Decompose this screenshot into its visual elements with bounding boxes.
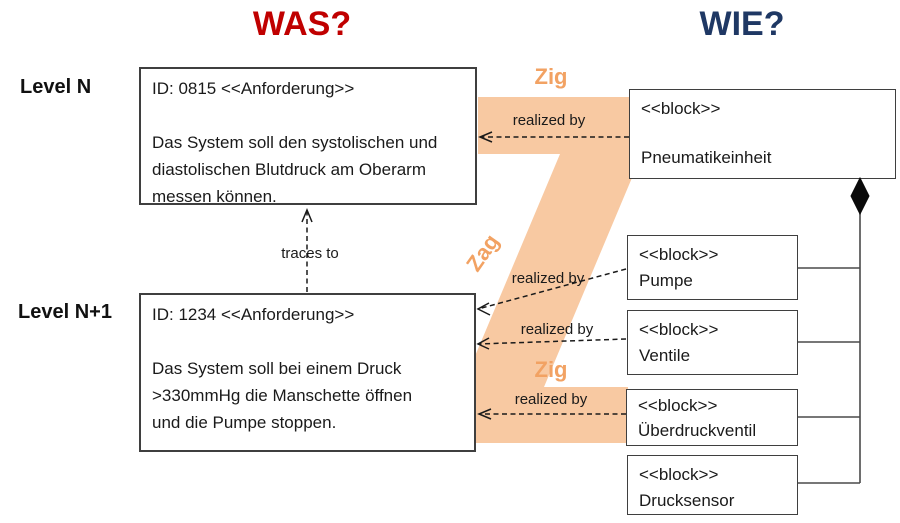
realized-by-arrow-ueberdruckventil: [477, 408, 626, 420]
requirement-box-0815: ID: 0815 <<Anforderung>> Das System soll…: [139, 67, 477, 206]
composition-diamond-icon: [850, 176, 870, 216]
block-name: Ventile: [639, 346, 691, 365]
requirement-box-1234: ID: 1234 <<Anforderung>> Das System soll…: [139, 293, 476, 452]
level-n-plus-1-label: Level N+1: [18, 301, 112, 323]
zigzag-z-shape: [462, 97, 642, 443]
block-stereotype: <<block>>: [638, 396, 718, 415]
column-header-was: WAS?: [252, 5, 352, 43]
requirement-id-line: ID: 1234 <<Anforderung>>: [152, 305, 355, 324]
composition-connectors: [798, 213, 861, 484]
block-stereotype: <<block>>: [639, 465, 719, 484]
realized-by-label: realized by: [511, 270, 585, 287]
requirement-id-line: ID: 0815 <<Anforderung>>: [152, 79, 355, 98]
requirement-text-line: Das System soll bei einem Druck: [152, 359, 402, 378]
requirement-text-line: diastolischen Blutdruck am Oberarm: [152, 160, 427, 179]
requirement-text-line: >330mmHg die Manschette öffnen: [152, 386, 413, 405]
requirement-text-line: Das System soll den systolischen und: [152, 133, 438, 152]
block-name: Pneumatikeinheit: [641, 148, 772, 167]
block-box-ventile: <<block>> Ventile: [627, 310, 798, 375]
requirement-text-line: und die Pumpe stoppen.: [152, 413, 337, 432]
block-stereotype: <<block>>: [639, 245, 719, 264]
zig-top-label: Zig: [534, 64, 568, 89]
block-name: Drucksensor: [639, 491, 735, 510]
traces-to-arrow: [301, 208, 313, 292]
block-box-ueberdruckventil: <<block>> Überdruckventil: [626, 389, 798, 446]
traces-to-label: traces to: [281, 245, 339, 262]
block-box-pneumatikeinheit: <<block>> Pneumatikeinheit: [629, 89, 896, 179]
realized-by-arrow-ventile: [476, 337, 627, 350]
column-header-wie: WIE?: [699, 5, 785, 43]
realized-by-label: realized by: [514, 391, 588, 408]
block-box-drucksensor: <<block>> Drucksensor: [627, 455, 798, 515]
requirement-text-line: messen können.: [152, 187, 277, 206]
block-box-pumpe: <<block>> Pumpe: [627, 235, 798, 300]
block-name: Pumpe: [639, 271, 693, 290]
level-n-label: Level N: [20, 76, 92, 98]
zig-bottom-label: Zig: [534, 357, 568, 382]
realized-by-arrow-pumpe: [476, 268, 627, 316]
block-stereotype: <<block>>: [639, 320, 719, 339]
block-name: Überdruckventil: [638, 421, 757, 440]
realized-by-label: realized by: [520, 321, 594, 338]
block-stereotype: <<block>>: [641, 99, 721, 118]
realized-by-label: realized by: [512, 112, 586, 129]
realized-by-arrow-pneumatikeinheit: [478, 131, 629, 143]
